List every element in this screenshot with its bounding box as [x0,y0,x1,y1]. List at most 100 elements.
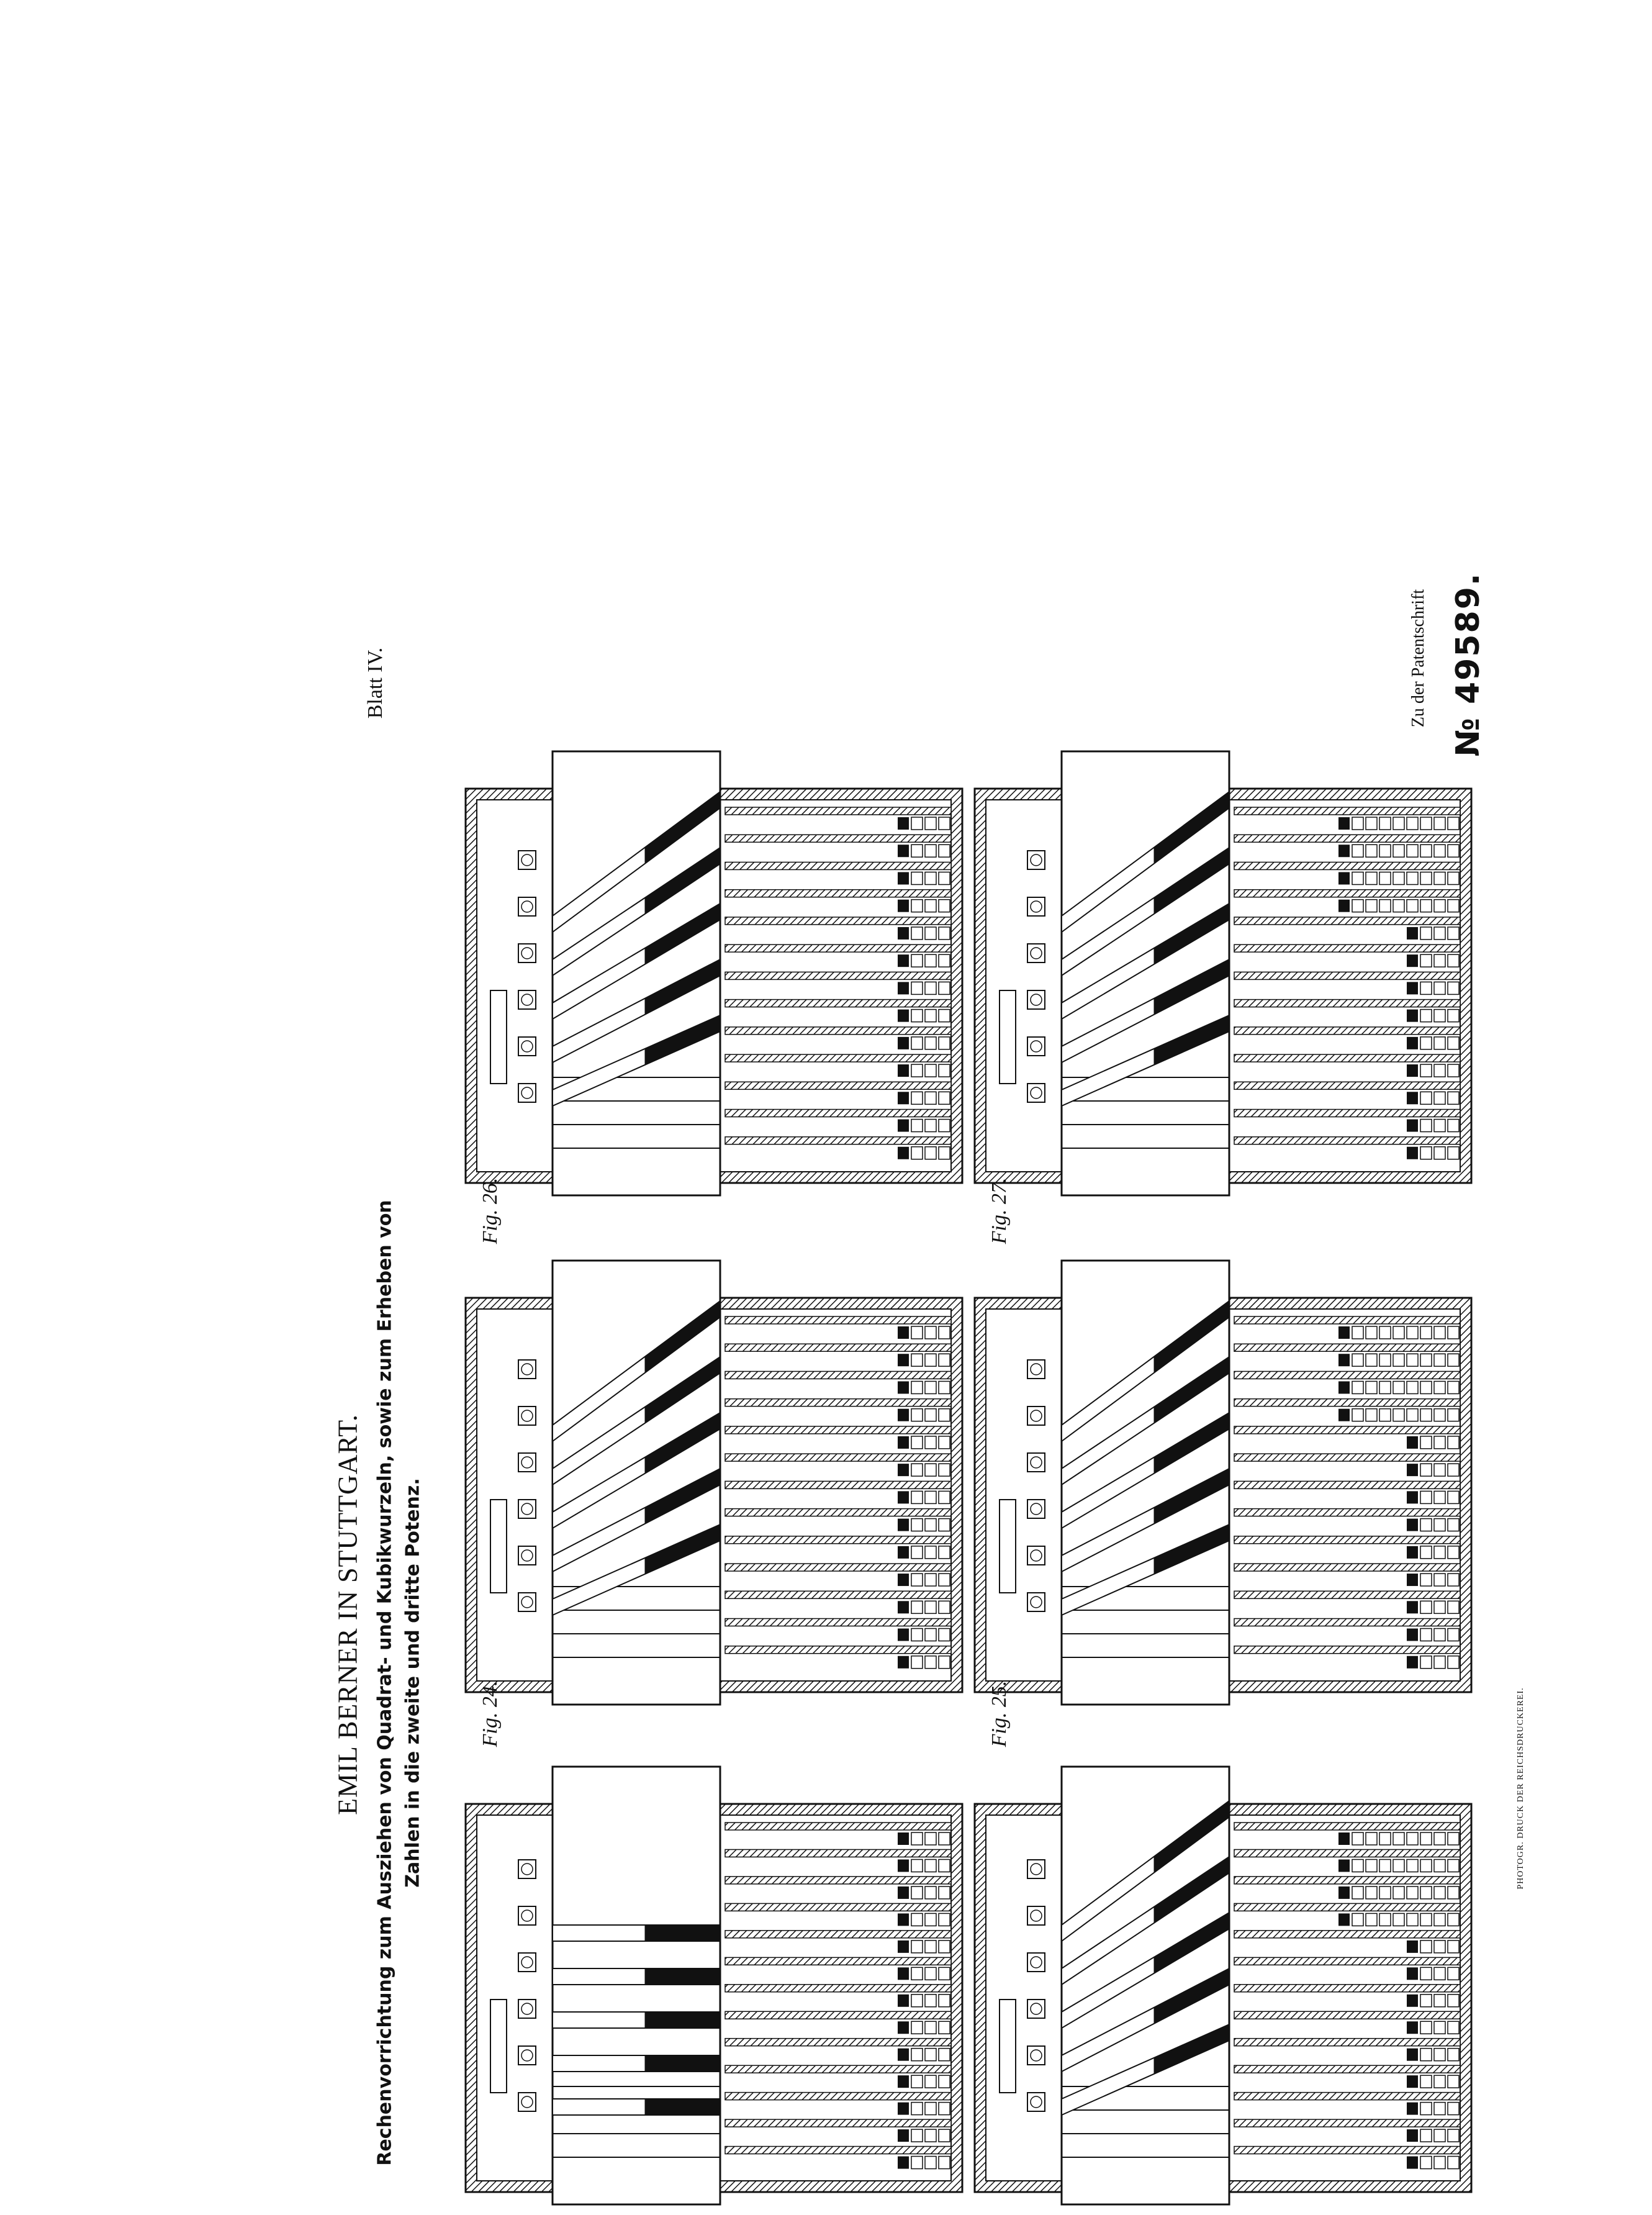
column-rod [1234,1370,1461,1380]
black-marker [1338,817,1350,830]
column-rod [724,1081,952,1090]
digit-cell [1420,1436,1432,1449]
black-marker [1407,1436,1418,1449]
digit-cell [924,1463,937,1477]
digit-cell [1420,2047,1432,2062]
pin-ring [1030,1087,1042,1099]
digit-cell [1379,1886,1391,1900]
black-marker [1338,872,1350,885]
digit-cell [1433,1967,1446,1981]
column-rod [724,1370,952,1380]
digit-cell [1352,1408,1364,1422]
digit-cell [1365,817,1378,830]
digit-cell [938,1353,950,1367]
pin-ring [521,1956,533,1968]
column-rod [1234,1822,1461,1831]
digit-cell [924,1573,937,1587]
digit-cell [1420,1353,1432,1367]
black-marker [1407,2129,1418,2142]
digit-cell [1433,1628,1446,1642]
black-marker [898,1832,909,1845]
digit-cell [924,1913,937,1927]
indicator-strip [999,990,1016,1084]
digit-cell [911,1628,923,1642]
digit-cell [1420,954,1432,967]
digit-cell [1447,2129,1460,2142]
digit-cell [1420,1490,1432,1505]
digit-cell [924,1436,937,1449]
black-marker [1407,1601,1418,1614]
black-marker [1407,1518,1418,1531]
black-marker [898,1546,909,1559]
digit-cell [1420,981,1432,995]
pin-knob [1027,1859,1045,1879]
digit-cell [1447,1832,1460,1846]
black-marker [1407,1491,1418,1504]
digit-cell [938,2047,950,2062]
black-marker [1407,1036,1418,1049]
digit-cell [924,1380,937,1395]
linkage-bar-shaded [644,1015,720,1065]
digit-cell [1433,1940,1446,1954]
black-marker [1407,1574,1418,1587]
digit-cell [938,2021,950,2034]
digit-cell [1447,1463,1460,1477]
digit-cell [911,981,923,995]
column-rod [1234,2065,1461,2073]
digit-cell [911,1408,923,1422]
digit-cell [1433,926,1446,940]
column-rod [1234,1536,1461,1544]
digit-cell [1365,1886,1378,1900]
digit-cell [938,1146,950,1160]
digit-cell [1433,899,1446,913]
invention-subtitle-line2: Zahlen in die zweite und dritte Potenz. [402,1478,424,1888]
digit-cell [1365,1913,1378,1927]
column-rod [1234,999,1461,1008]
column-rod [1234,1984,1461,1993]
figure-label-26: Fig. 26. [479,1177,502,1244]
digit-cell [1365,844,1378,858]
digit-cell [911,1036,923,1050]
digit-cell [1420,2129,1432,2142]
linkage-bar-shaded [1153,1301,1229,1373]
digit-cell [924,871,937,886]
linkage-bar-shaded [1153,1469,1229,1524]
digit-cell [1352,1832,1364,1846]
digit-cell [911,1146,923,1160]
digit-cell [938,1628,950,1642]
column-rod [1234,1563,1461,1572]
linkage-bar-shaded [1153,904,1229,964]
pin-ring [521,2003,533,2015]
digit-cell [1420,2101,1432,2116]
figure-label-27: Fig. 27. [988,1177,1011,1244]
digit-cell [924,2129,937,2142]
digit-cell [1379,1353,1391,1367]
column-rod [724,1343,952,1352]
column-rod [724,1930,952,1939]
column-rod [1234,2011,1461,2019]
invention-subtitle-line1: Rechenvorrichtung zum Ausziehen von Quad… [374,1200,396,2166]
digit-cell [938,817,950,830]
digit-cell [1392,817,1405,830]
figure-label-25: Fig. 25. [988,1680,1011,1747]
linkage-bar-shaded [644,904,720,964]
pin-knob [1027,1592,1045,1612]
digit-cell [911,926,923,940]
linkage-bar-shaded [644,1301,720,1373]
digit-cell [1433,817,1446,830]
linkage-bar-shaded [644,2012,720,2028]
black-marker [898,1994,909,2007]
digit-cell [911,1886,923,1900]
black-marker [1407,982,1418,995]
digit-cell [1433,2047,1446,2062]
digit-cell [938,1064,950,1077]
digit-cell [1433,1064,1446,1077]
digit-cell [1433,981,1446,995]
black-marker [1407,2021,1418,2034]
black-marker [898,1574,909,1587]
pin-ring [1030,2003,1042,2015]
digit-cell [1420,1146,1432,1160]
column-rod [724,999,952,1008]
pin-knob [518,1452,536,1472]
digit-cell [1420,1463,1432,1477]
